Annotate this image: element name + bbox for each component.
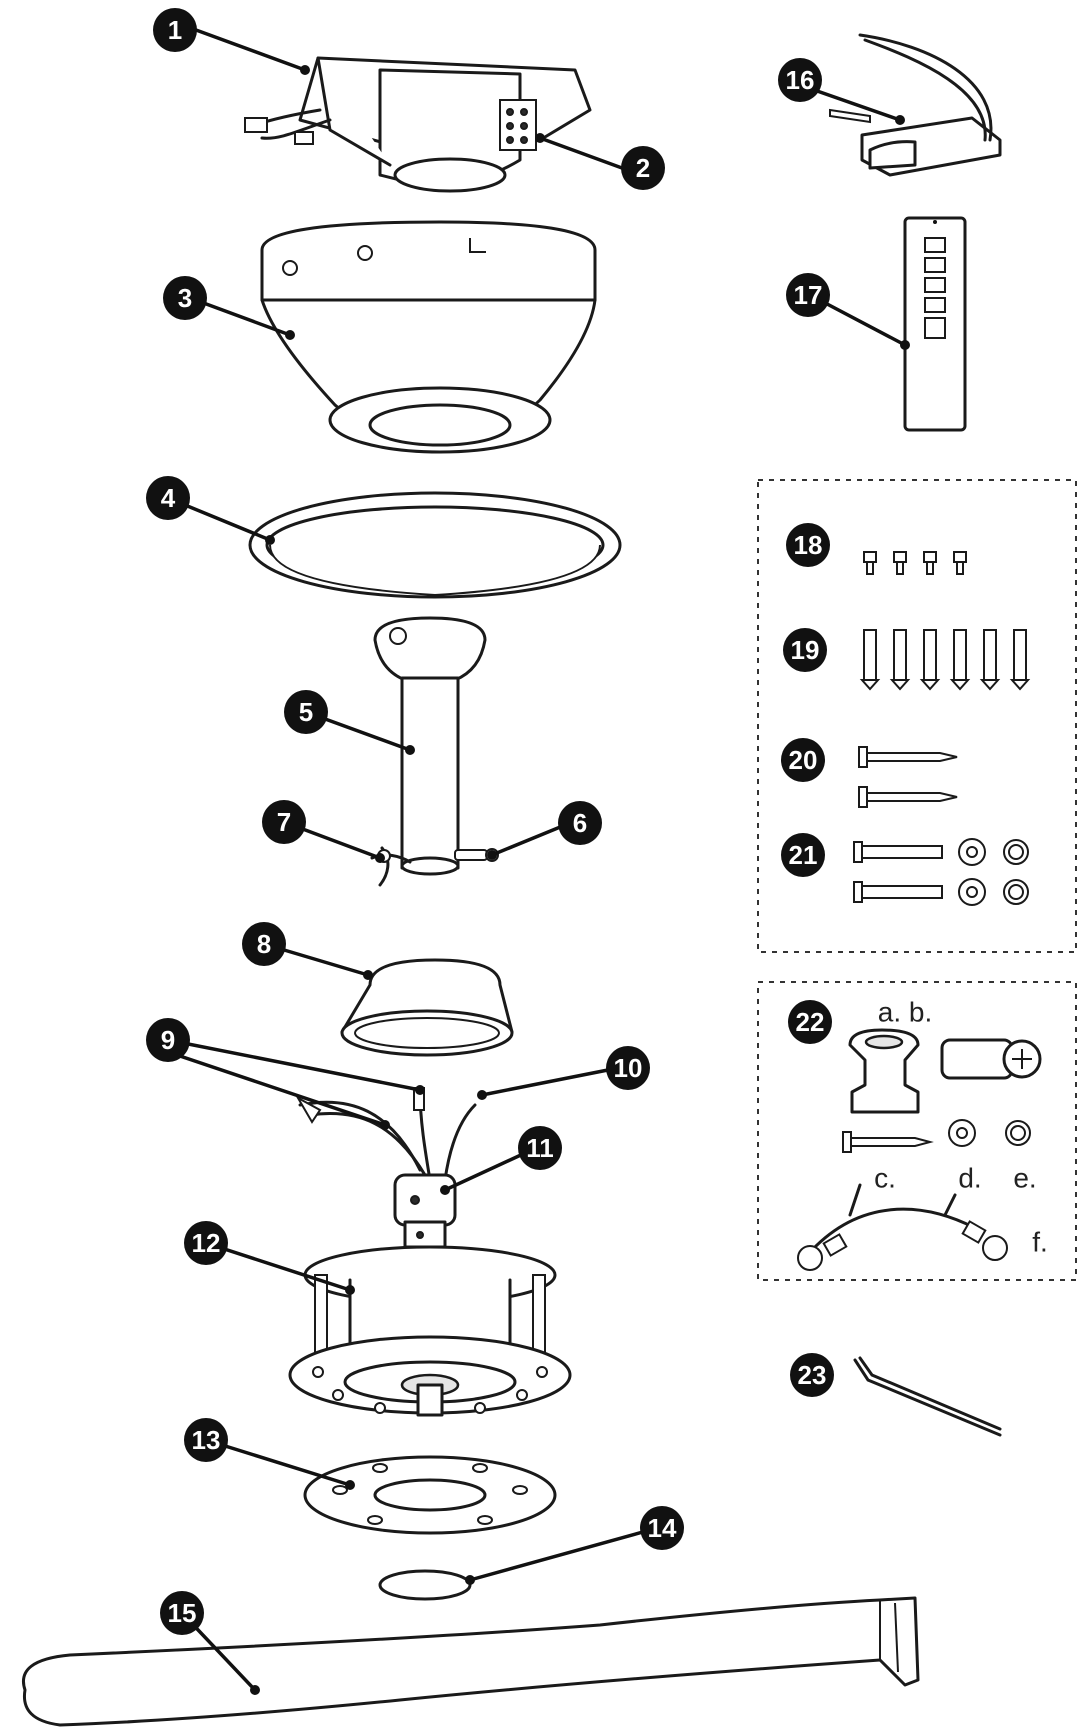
part-19-blade-screws [859,629,1031,691]
svg-text:9: 9 [161,1025,175,1055]
svg-text:18: 18 [794,530,823,560]
svg-text:14: 14 [648,1513,677,1543]
svg-text:5: 5 [299,697,313,727]
part-13-gasket-plate [303,1455,557,1535]
part-12-motor-housing [288,1245,572,1417]
svg-text:22: 22 [796,1007,825,1037]
part-10-ground-wire [443,1103,477,1182]
svg-text:4: 4 [161,483,176,513]
part-22-safety-kit [797,1028,1042,1271]
callout-18: 18 [786,523,830,567]
svg-text:16: 16 [786,65,815,95]
kit-22-sublabels: a. b. c. d. e. f. [874,997,1048,1258]
callout-badges: 1 2 3 4 5 6 7 8 9 10 11 12 13 14 15 16 1… [146,8,834,1635]
svg-text:17: 17 [794,280,823,310]
sublabel-d: d. [958,1163,981,1194]
callout-13: 13 [184,1418,228,1462]
svg-text:11: 11 [526,1133,554,1163]
callout-7: 7 [262,800,306,844]
callout-9: 9 [146,1018,190,1062]
callout-2: 2 [621,146,665,190]
part-20-wood-screws [858,746,958,808]
callout-23: 23 [790,1353,834,1397]
callout-12: 12 [184,1221,228,1265]
sublabel-f: f. [1032,1227,1048,1258]
svg-text:2: 2 [636,153,650,183]
part-2-terminal-block [499,99,537,151]
callout-4: 4 [146,476,190,520]
svg-text:10: 10 [614,1053,643,1083]
part-8-coupling-cover [340,958,514,1057]
part-18-small-screws [863,551,967,575]
svg-text:6: 6 [573,808,587,838]
callout-1: 1 [153,8,197,52]
callout-21: 21 [781,833,825,877]
part-23-hex-key [853,1356,1002,1437]
part-4-canopy-ring [248,491,622,599]
callout-11: 11 [518,1126,562,1170]
part-1-mounting-bracket [244,56,592,193]
svg-text:8: 8 [257,929,271,959]
svg-text:21: 21 [789,840,818,870]
callout-16: 16 [778,58,822,102]
svg-text:3: 3 [178,283,192,313]
sublabel-c: c. [874,1163,896,1194]
callout-22: 22 [788,1000,832,1044]
part-16-receiver [829,33,1002,177]
part-14-cap [378,1569,472,1601]
part-5-downrod [373,616,487,876]
callout-8: 8 [242,922,286,966]
callout-10: 10 [606,1046,650,1090]
safety-kit-box [757,981,1077,1281]
callout-5: 5 [284,690,328,734]
callout-17: 17 [786,273,830,317]
svg-text:19: 19 [791,635,820,665]
part-17-remote [903,216,967,432]
part-21-bolts-washers [853,838,1029,906]
callout-19: 19 [783,628,827,672]
svg-text:20: 20 [789,745,818,775]
svg-text:7: 7 [277,807,291,837]
part-11-motor-coupler [393,1173,457,1249]
svg-text:12: 12 [192,1228,221,1258]
callout-6: 6 [558,801,602,845]
svg-text:23: 23 [798,1360,827,1390]
part-15-fan-blade [22,1596,920,1727]
svg-text:13: 13 [192,1425,221,1455]
part-3-canopy [260,220,597,454]
callout-20: 20 [781,738,825,782]
sublabel-e: e. [1013,1163,1036,1194]
svg-text:1: 1 [168,15,182,45]
callout-14: 14 [640,1506,684,1550]
callout-3: 3 [163,276,207,320]
hardware-kit-box [757,479,1077,953]
callout-15: 15 [160,1591,204,1635]
svg-text:15: 15 [168,1598,197,1628]
sublabel-ab: a. b. [878,997,932,1028]
